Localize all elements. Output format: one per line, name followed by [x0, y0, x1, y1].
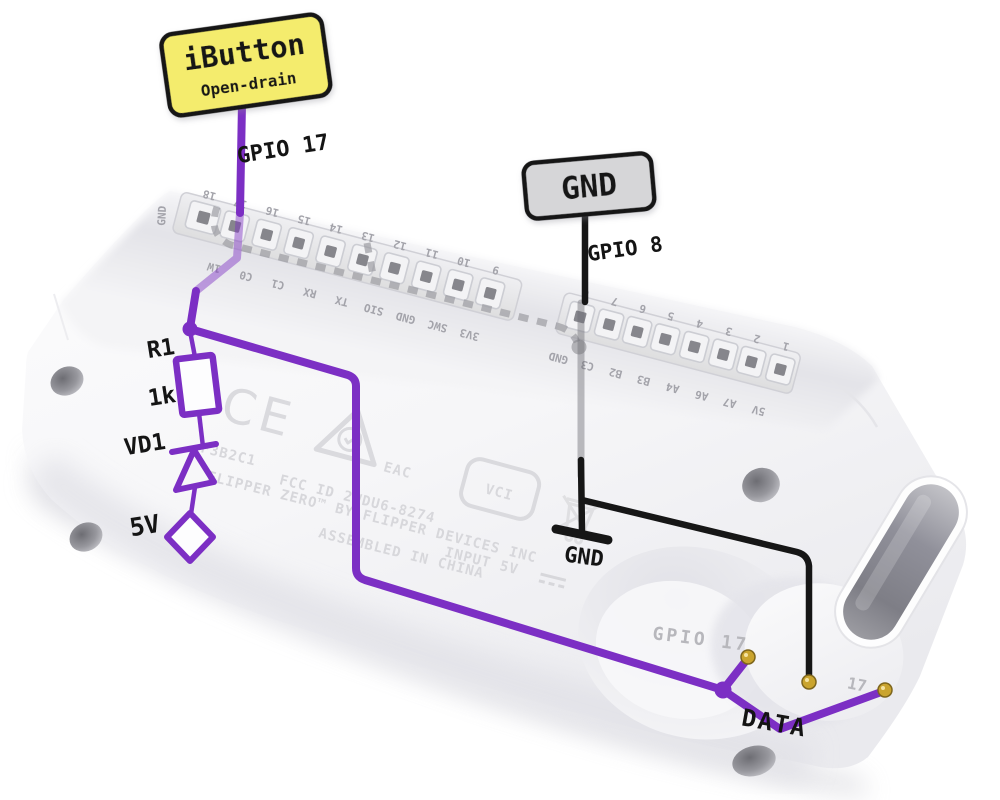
corner-seam: [829, 378, 879, 428]
pin-number: 1: [781, 339, 791, 353]
pin-name: 1W: [206, 259, 222, 275]
pad-highlight: [744, 653, 748, 657]
pin-name: A7: [722, 395, 738, 411]
gpio-header: 18 17 16 15 14 13 12 11 10 9 8 7 6 5 4 3…: [155, 187, 801, 418]
gnd-to-pad-wire: [578, 496, 813, 685]
pin-number: 13: [360, 229, 376, 245]
pin-name: B3: [636, 372, 652, 388]
ibutton-label-box: [159, 12, 333, 118]
screw-hole: [50, 366, 84, 396]
screw-hole: [732, 745, 776, 777]
diode-symbol: [169, 441, 219, 493]
pad-label-17: 17: [846, 673, 869, 695]
gpio17-pad-loop-wire: [719, 686, 888, 733]
ground-bus-junction: [571, 339, 587, 355]
gpio17-wiring: [182, 99, 888, 733]
pin-number: 7: [610, 294, 620, 308]
pin-names: GND 1W C0 C1 RX TX SIO GND SWC 3V3 GND C…: [155, 205, 767, 418]
pin-name: A6: [693, 387, 709, 403]
screw-hole: [69, 522, 103, 552]
pin-number: 3: [724, 324, 734, 338]
pin-name: 3V3: [458, 326, 481, 344]
resistor-value-label: 1k: [146, 382, 178, 412]
diode-ref-label: VD1: [122, 429, 167, 461]
ibutton-label: iButton Open-drain: [159, 12, 333, 118]
pin-name: TX: [333, 293, 349, 309]
pin-number: 18: [201, 187, 217, 203]
pin-name: RX: [302, 285, 318, 301]
pin-number: 5: [666, 309, 676, 323]
gnd-label-box: [521, 151, 657, 221]
gpio17-pad: [740, 649, 756, 665]
contact-pads: [740, 649, 893, 698]
side-slot-capsule: [834, 475, 968, 649]
gnd-vertical-wire: [577, 456, 586, 537]
pin-number: 4: [695, 316, 705, 330]
screw-holes: [50, 366, 780, 777]
pin-number: 12: [392, 237, 408, 253]
pin-name: B2: [608, 365, 624, 381]
wire-junction-dot: [714, 681, 732, 699]
pin-number: 14: [328, 220, 344, 236]
pullup-circuit: [164, 330, 223, 564]
supply-5v-symbol: [164, 510, 216, 564]
pin-number: 15: [296, 212, 312, 228]
gnd-pad: [801, 674, 817, 690]
ibutton-label-stem-wire: [236, 99, 246, 217]
pin-name: GND: [547, 349, 570, 367]
pin-name: GND: [155, 205, 169, 226]
left-seam: [53, 293, 69, 341]
pin-number: 9: [491, 263, 501, 277]
eac-mark: EAC: [382, 459, 413, 482]
annotation-gpio17: GPIO 17: [235, 130, 330, 169]
gnd-terminal-bar: [551, 524, 613, 545]
component-wire: [196, 412, 206, 448]
pad-label-gnd: GND: [562, 542, 605, 572]
pin-name: C1: [270, 276, 286, 292]
pin-name: SWC: [426, 317, 449, 335]
component-wire: [188, 486, 198, 515]
pin-number: 10: [456, 254, 472, 270]
gnd-label: GND: [521, 151, 657, 221]
pin-number: 6: [638, 301, 648, 315]
pin-name: A4: [664, 380, 680, 396]
gnd-label-title: GND: [560, 167, 619, 208]
resistor-ref-label: R1: [145, 334, 176, 364]
pin-name: GND: [394, 309, 417, 327]
hidden-ground-bus-dashed: [210, 205, 581, 344]
pin-name: C0: [238, 268, 254, 284]
pin-name: C3: [579, 357, 595, 373]
pin-name: SIO: [362, 300, 385, 318]
dc-voltage-icon: [538, 572, 567, 589]
pin-number: 2: [752, 331, 762, 345]
gnd-wiring: [551, 210, 813, 685]
data-pad: [877, 682, 893, 698]
svg-text:VCI: VCI: [483, 481, 514, 504]
resistor-symbol: [172, 351, 223, 419]
annotation-gpio8: GPIO 8: [586, 232, 664, 266]
component-wire: [187, 330, 198, 358]
gpio17-wire-behind-edge: [192, 209, 244, 295]
pin-number: 16: [264, 203, 280, 219]
pad-highlight: [805, 678, 809, 682]
wire-junction-dot: [182, 321, 198, 337]
pad-highlight: [881, 686, 885, 690]
screw-hole: [742, 467, 780, 503]
vci-mark: VCI: [459, 457, 542, 521]
pin-number: 11: [423, 245, 439, 261]
gpio17-main-run-wire: [186, 325, 727, 694]
pin-name: 5V: [750, 402, 766, 418]
supply-5v-label: 5V: [128, 509, 162, 542]
